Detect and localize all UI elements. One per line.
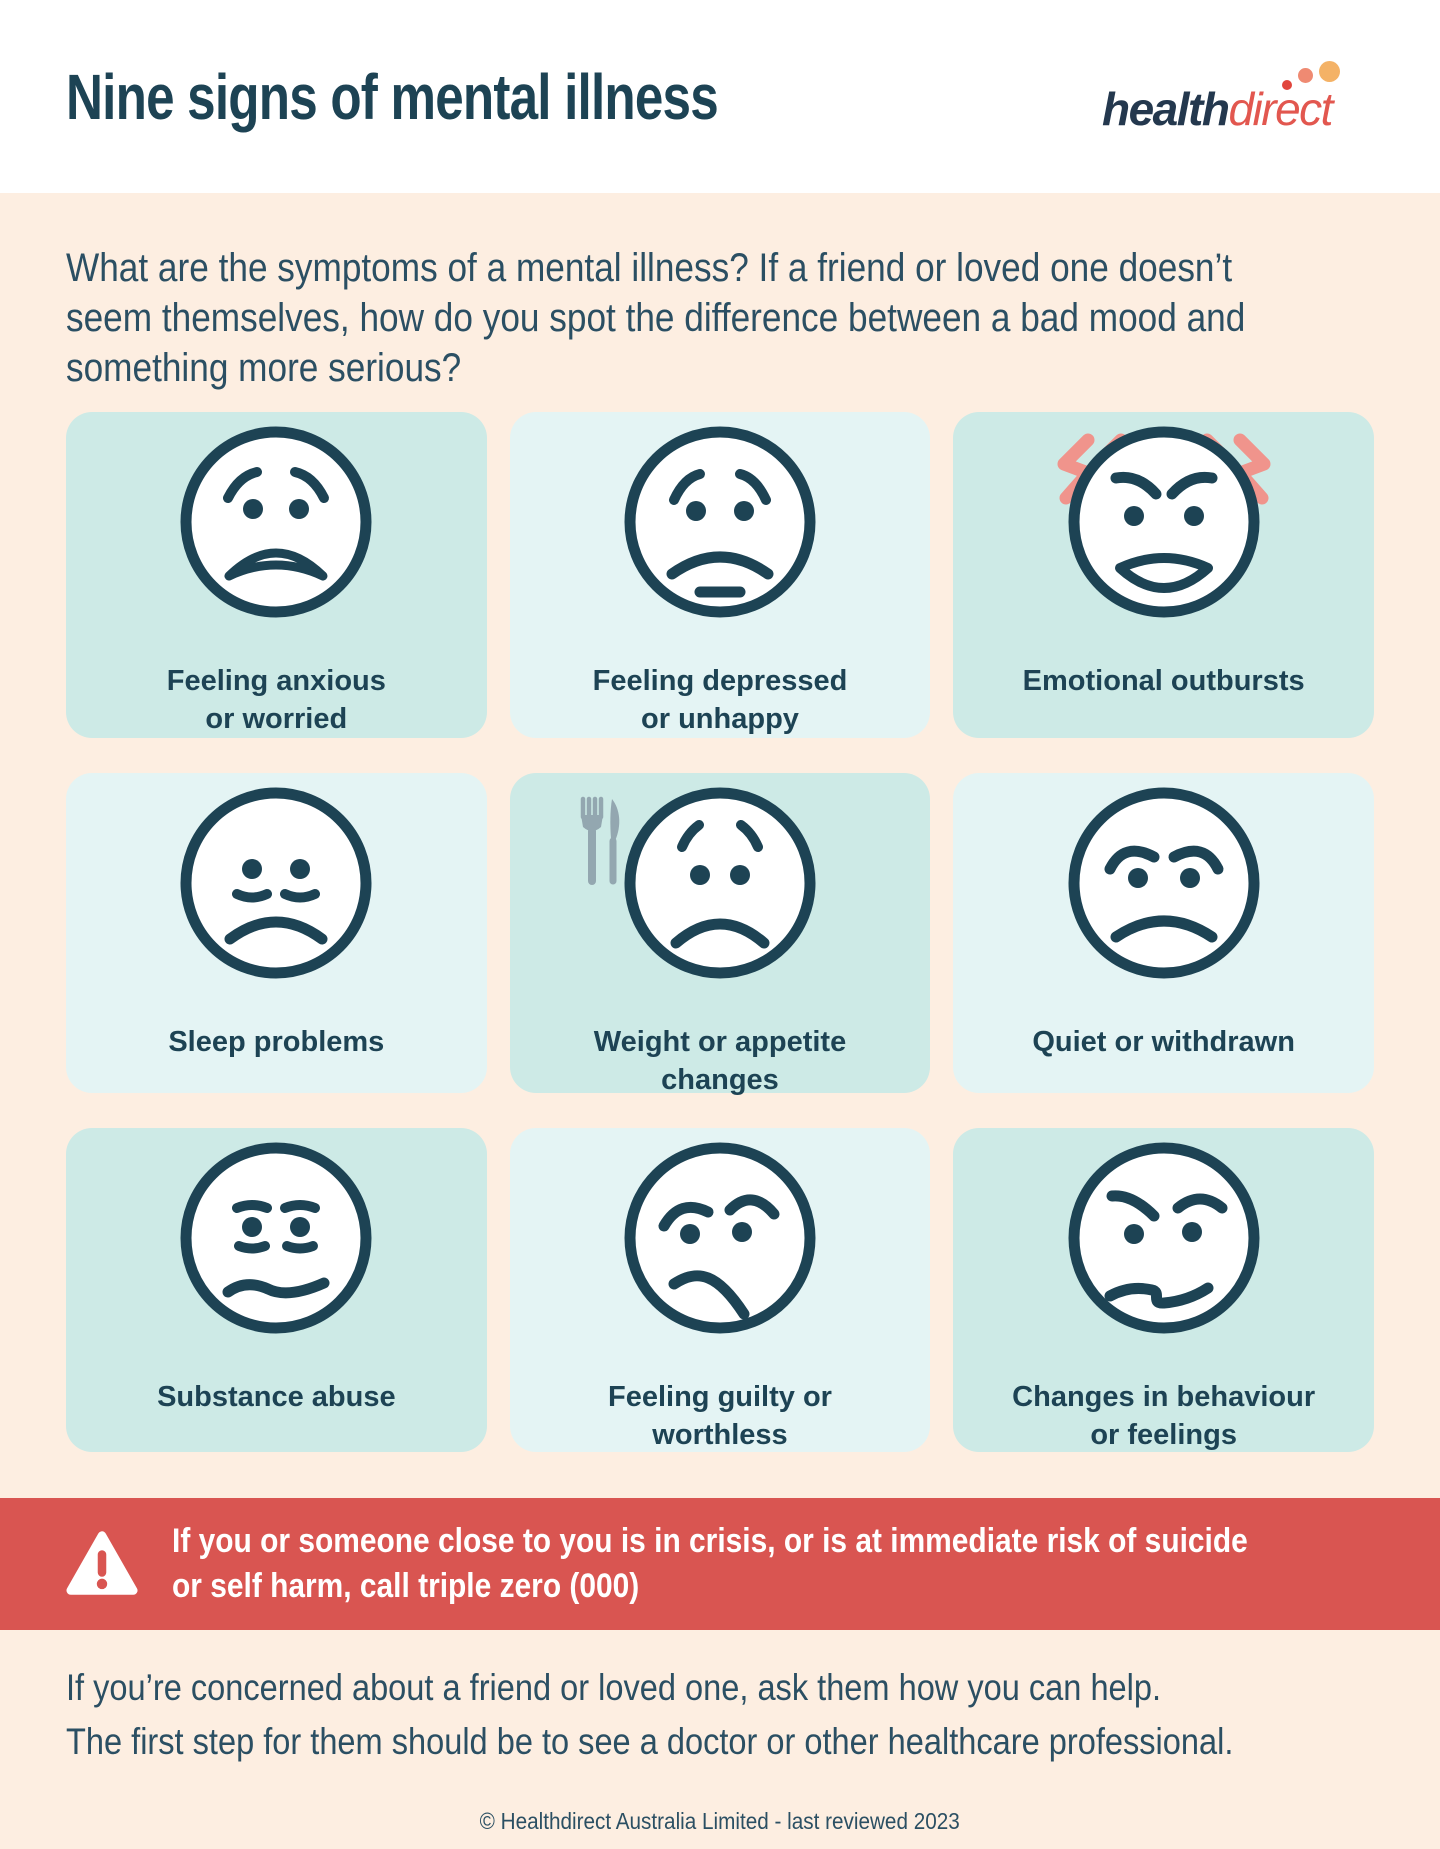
dazed-face-icon: [180, 1142, 372, 1334]
card-sleep-problems: Sleep problems: [66, 773, 487, 1093]
angry-face-icon: [1057, 426, 1271, 618]
banner-line: or self harm, call triple zero (000): [172, 1567, 640, 1605]
page-title: Nine signs of mental illness: [66, 60, 719, 133]
tired-face-icon: [180, 787, 372, 979]
intro-line: seem themselves, how do you spot the dif…: [66, 296, 1246, 340]
banner-line: If you or someone close to you is in cri…: [172, 1522, 1248, 1560]
warning-triangle-icon: [66, 1531, 138, 1595]
card-label: Sleep problems: [168, 1026, 385, 1058]
logo-dot-coral-icon: [1298, 67, 1313, 83]
appetite-face-icon: [580, 787, 816, 979]
logo-dot-red-icon: [1282, 79, 1292, 90]
triple-zero-bold: triple zero (000): [418, 1567, 640, 1605]
logo-word-health: health: [1102, 82, 1230, 135]
copyright-text: © Healthdirect Australia Limited - last …: [479, 1808, 961, 1834]
card-emotional-outbursts: Emotional outbursts: [953, 412, 1374, 738]
footer: If you’re concerned about a friend or lo…: [0, 1630, 1440, 1835]
cutlery-icon: [580, 796, 620, 885]
withdrawn-face-icon: [1068, 787, 1260, 979]
anxious-face-icon: [180, 426, 372, 618]
copyright-row: © Healthdirect Australia Limited - last …: [66, 1808, 1374, 1835]
card-label: Emotional outbursts: [1022, 665, 1305, 697]
header: Nine signs of mental illness healthdirec…: [0, 0, 1440, 193]
uneasy-face-icon: [1068, 1142, 1260, 1334]
guilty-face-icon: [624, 1142, 816, 1334]
card-label: Quiet or withdrawn: [1032, 1026, 1295, 1058]
intro-line: something more serious?: [66, 346, 462, 390]
footer-line: The first step for them should be to see…: [66, 1721, 1234, 1762]
crisis-banner-text: If you or someone close to you is in cri…: [172, 1519, 1394, 1609]
intro-paragraph: What are the symptoms of a mental illnes…: [0, 193, 1440, 393]
crisis-banner: If you or someone close to you is in cri…: [0, 1498, 1440, 1630]
logo-wordmark: healthdirect: [1102, 82, 1333, 136]
intro-line: What are the symptoms of a mental illnes…: [66, 246, 1233, 290]
footer-line: If you’re concerned about a friend or lo…: [66, 1667, 1162, 1708]
card-substance-abuse: Substance abuse: [66, 1128, 487, 1452]
healthdirect-logo: healthdirect: [1102, 42, 1374, 152]
logo-dot-amber-icon: [1319, 60, 1340, 82]
card-quiet-withdrawn: Quiet or withdrawn: [953, 773, 1374, 1093]
card-label: Substance abuse: [157, 1381, 396, 1413]
depressed-face-icon: [624, 426, 816, 618]
logo-word-direct: direct: [1228, 82, 1333, 135]
